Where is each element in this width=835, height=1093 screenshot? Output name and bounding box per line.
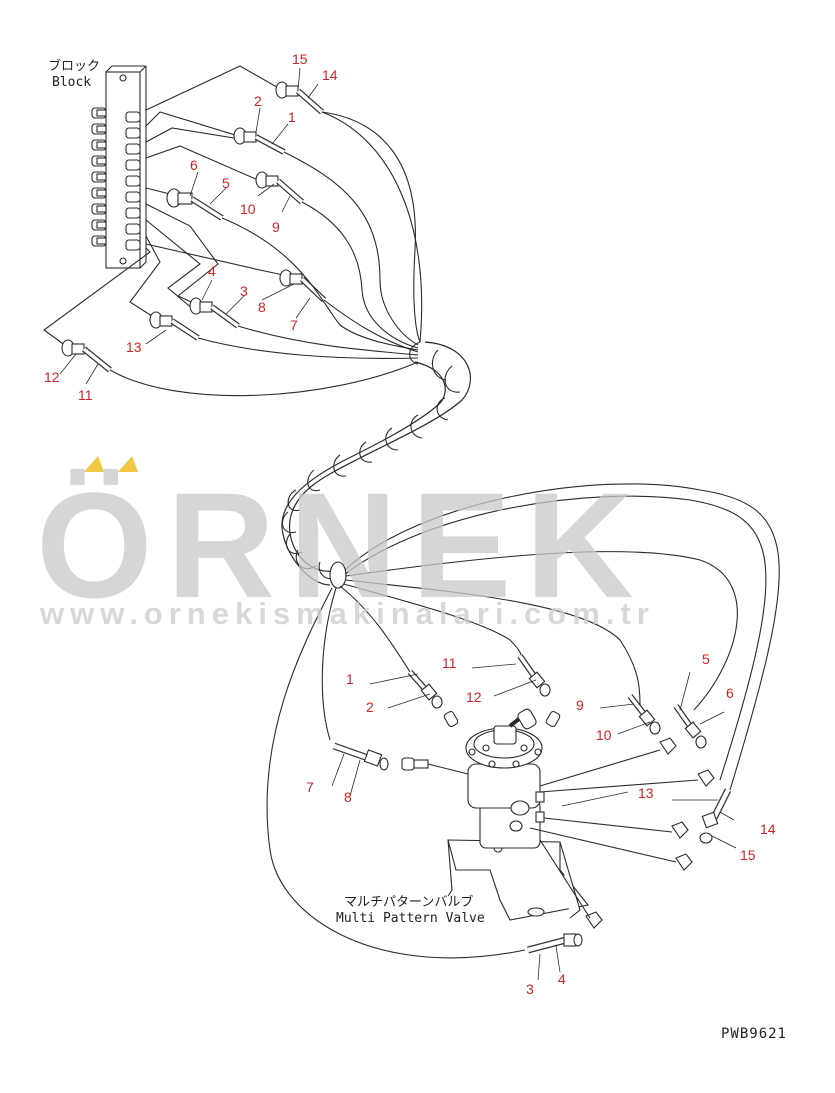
fitting-12-11 <box>61 339 112 373</box>
label-upper-15: 15 <box>292 51 308 67</box>
block-caption-jp: ブロック <box>48 59 101 74</box>
fitting-6-5 <box>166 188 224 221</box>
label-lower-3: 3 <box>526 981 534 997</box>
fitting-4-3 <box>189 297 240 329</box>
block-fittings-right <box>125 111 141 251</box>
hoses-to-valve-fittings <box>266 483 780 959</box>
valve-body <box>465 708 545 849</box>
label-lower-7: 7 <box>306 779 314 795</box>
leader-lines-lower <box>331 663 737 981</box>
label-lower-10: 10 <box>596 727 612 743</box>
block-caption-en: Block <box>52 75 92 90</box>
label-upper-3: 3 <box>240 283 248 299</box>
label-lower-11: 11 <box>442 655 457 671</box>
label-upper-5: 5 <box>222 175 230 191</box>
valve-caption-jp: マルチパターンバルブ <box>344 895 474 910</box>
fitting-10-9 <box>255 171 304 205</box>
label-lower-2: 2 <box>366 699 374 715</box>
label-lower-13: 13 <box>638 785 654 801</box>
label-lower-14: 14 <box>760 821 776 837</box>
label-lower-1: 1 <box>346 671 354 687</box>
lower-fitting-7-8 <box>332 742 389 771</box>
label-upper-4: 4 <box>208 263 216 279</box>
label-upper-7: 7 <box>290 317 298 333</box>
label-upper-6: 6 <box>190 157 198 173</box>
leader-lines-upper <box>59 67 319 385</box>
label-upper-13: 13 <box>126 339 142 355</box>
label-lower-4: 4 <box>558 971 566 987</box>
multi-pattern-valve <box>401 708 715 929</box>
upper-hose-fittings <box>61 81 327 373</box>
label-lower-9: 9 <box>576 697 584 713</box>
block-hoses-upper <box>43 65 289 347</box>
label-upper-10: 10 <box>240 201 256 217</box>
fitting-15-14 <box>275 81 324 115</box>
valve-port-fittings <box>401 710 715 929</box>
label-lower-6: 6 <box>726 685 734 701</box>
label-upper-9: 9 <box>272 219 280 235</box>
label-upper-12: 12 <box>44 369 60 385</box>
fitting-8-7 <box>279 269 327 303</box>
spiral-sleeve <box>281 341 471 589</box>
label-upper-11: 11 <box>78 387 93 403</box>
label-lower-15: 15 <box>740 847 756 863</box>
lower-fitting-1-2 <box>407 670 443 709</box>
drawing-code: PWB9621 <box>720 1026 787 1042</box>
label-upper-2: 2 <box>254 93 262 109</box>
valve-caption-en: Multi Pattern Valve <box>336 911 485 926</box>
lower-fitting-5-6 <box>673 704 707 749</box>
block-fittings-left <box>91 107 107 247</box>
label-upper-8: 8 <box>258 299 266 315</box>
lower-fitting-9-10 <box>627 694 661 735</box>
lower-fitting-11-12 <box>517 654 551 697</box>
label-upper-1: 1 <box>288 109 296 125</box>
hoses-to-sleeve <box>109 111 423 397</box>
label-lower-5: 5 <box>702 651 710 667</box>
lower-fitting-14-15 <box>699 788 732 844</box>
fitting-13 <box>149 311 200 341</box>
lower-fitting-3-4 <box>527 933 583 954</box>
fitting-2-1 <box>233 127 286 155</box>
label-upper-14: 14 <box>322 67 338 83</box>
label-lower-8: 8 <box>344 789 352 805</box>
label-lower-12: 12 <box>466 689 482 705</box>
